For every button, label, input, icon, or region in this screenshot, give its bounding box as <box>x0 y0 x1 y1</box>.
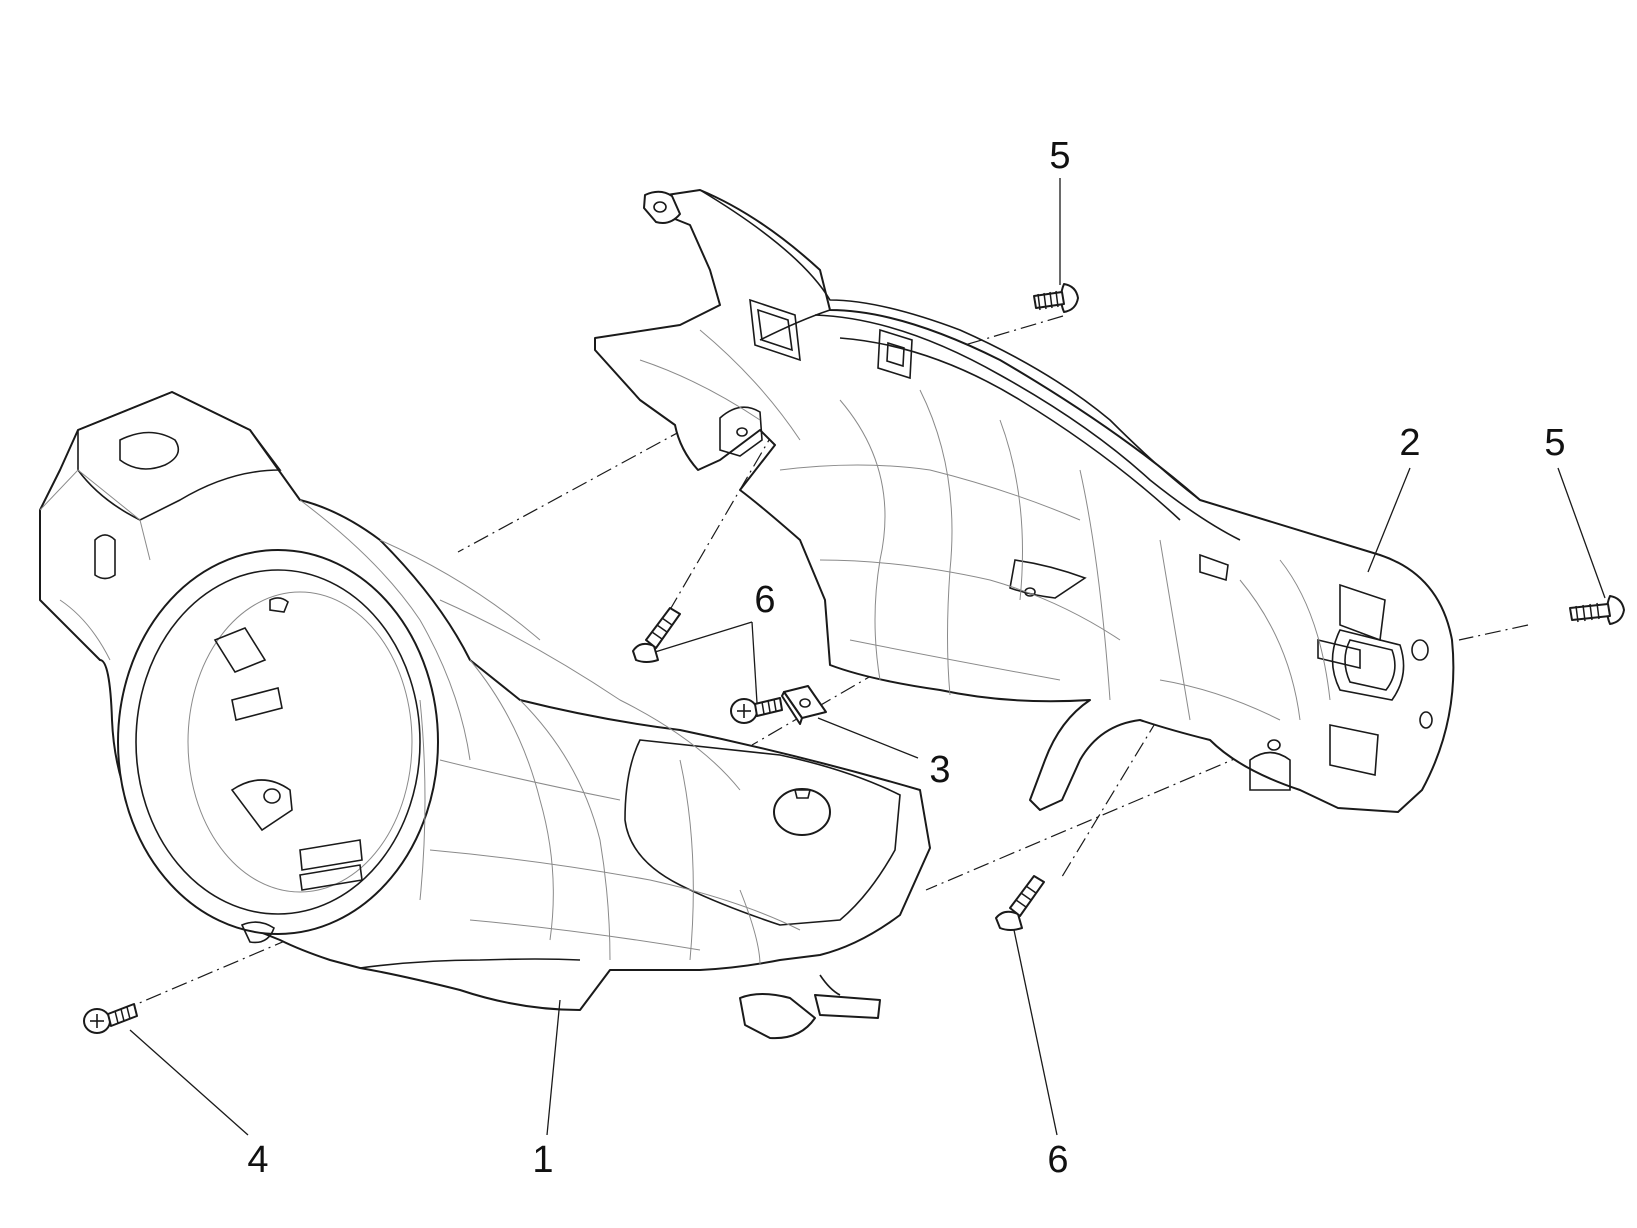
front-handlebar-cover <box>39 391 931 1040</box>
screw-lower-left <box>83 1003 138 1034</box>
callout-2: 2 <box>1399 422 1420 464</box>
rear-handlebar-cover <box>594 189 1455 813</box>
screw-mid-upper <box>632 607 681 663</box>
callout-5-right: 5 <box>1544 422 1565 464</box>
callout-6-mid: 6 <box>754 579 775 621</box>
screw-mid <box>730 697 783 724</box>
screw-top-right <box>1033 283 1079 313</box>
screw-far-right <box>1569 595 1625 625</box>
leader-lines <box>129 178 1606 1136</box>
callout-3: 3 <box>929 749 950 791</box>
callout-labels: 5 2 5 6 3 4 1 6 <box>247 135 1565 1181</box>
clip-nut <box>781 685 827 725</box>
callout-4: 4 <box>247 1139 268 1181</box>
callout-5-top: 5 <box>1049 135 1070 177</box>
screw-lower-center <box>995 875 1045 931</box>
callout-6-bottom: 6 <box>1047 1139 1068 1181</box>
callout-1: 1 <box>532 1139 553 1181</box>
